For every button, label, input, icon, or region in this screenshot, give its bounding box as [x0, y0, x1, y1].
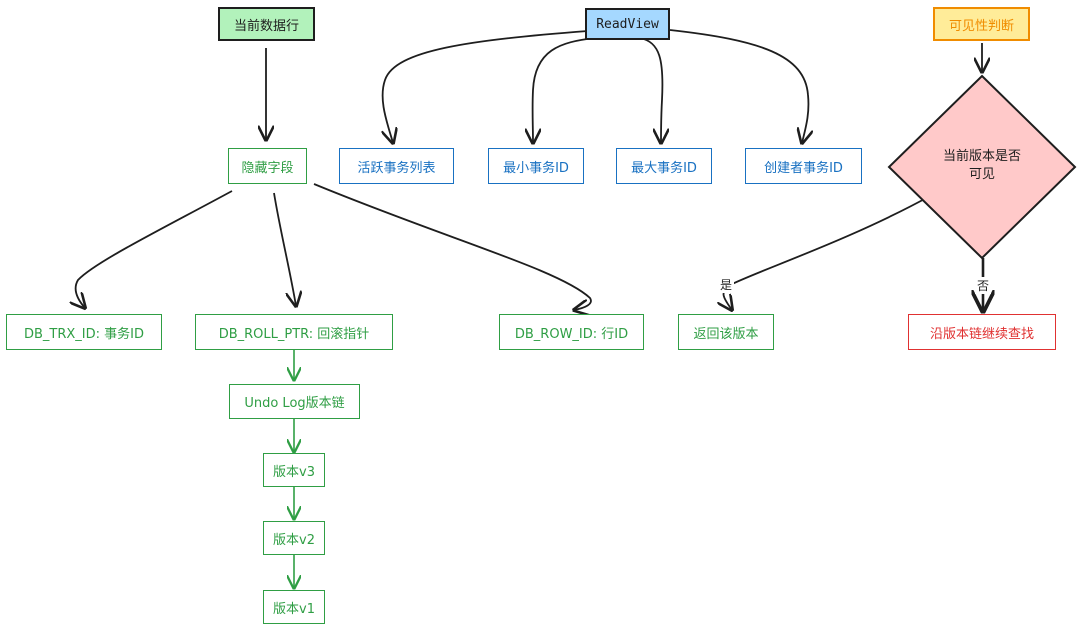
decision-label: 当前版本是否 可见: [912, 148, 1052, 184]
decision-label-line1: 当前版本是否: [942, 149, 1021, 164]
edge-decision-yes: [724, 195, 931, 310]
creator-trx-id-node: 创建者事务ID: [745, 148, 862, 184]
edge-label-yes: 是: [718, 276, 735, 293]
current-row-node: 当前数据行: [218, 7, 315, 41]
follow-chain-node: 沿版本链继续查找: [908, 314, 1056, 350]
version-v3-node: 版本v3: [263, 453, 325, 487]
edge-readview-to-creator-trx: [669, 29, 808, 143]
active-trx-list-node: 活跃事务列表: [339, 148, 454, 184]
edge-hidden-to-db-trx-id: [76, 190, 233, 308]
edge-hidden-to-db-row-id: [313, 183, 592, 310]
decision-label-line2: 可见: [968, 167, 995, 182]
edge-readview-to-max-trx: [639, 37, 662, 143]
return-version-node: 返回该版本: [678, 314, 774, 350]
visibility-check-node: 可见性判断: [933, 7, 1030, 41]
hidden-fields-node: 隐藏字段: [228, 148, 307, 184]
version-v1-node: 版本v1: [263, 590, 325, 624]
edge-readview-to-active-list: [383, 30, 589, 143]
edge-label-no: 否: [975, 277, 992, 294]
decision-diamond: [887, 74, 1077, 260]
db-trx-id-node: DB_TRX_ID: 事务ID: [6, 314, 162, 350]
min-trx-id-node: 最小事务ID: [488, 148, 584, 184]
db-roll-ptr-node: DB_ROLL_PTR: 回滚指针: [195, 314, 393, 350]
undo-log-chain-node: Undo Log版本链: [229, 384, 360, 419]
db-row-id-node: DB_ROW_ID: 行ID: [499, 314, 644, 350]
readview-node: ReadView: [585, 8, 670, 40]
max-trx-id-node: 最大事务ID: [616, 148, 712, 184]
version-v2-node: 版本v2: [263, 521, 325, 555]
edge-readview-to-min-trx: [533, 37, 596, 143]
edge-hidden-to-db-roll-ptr: [273, 192, 296, 306]
